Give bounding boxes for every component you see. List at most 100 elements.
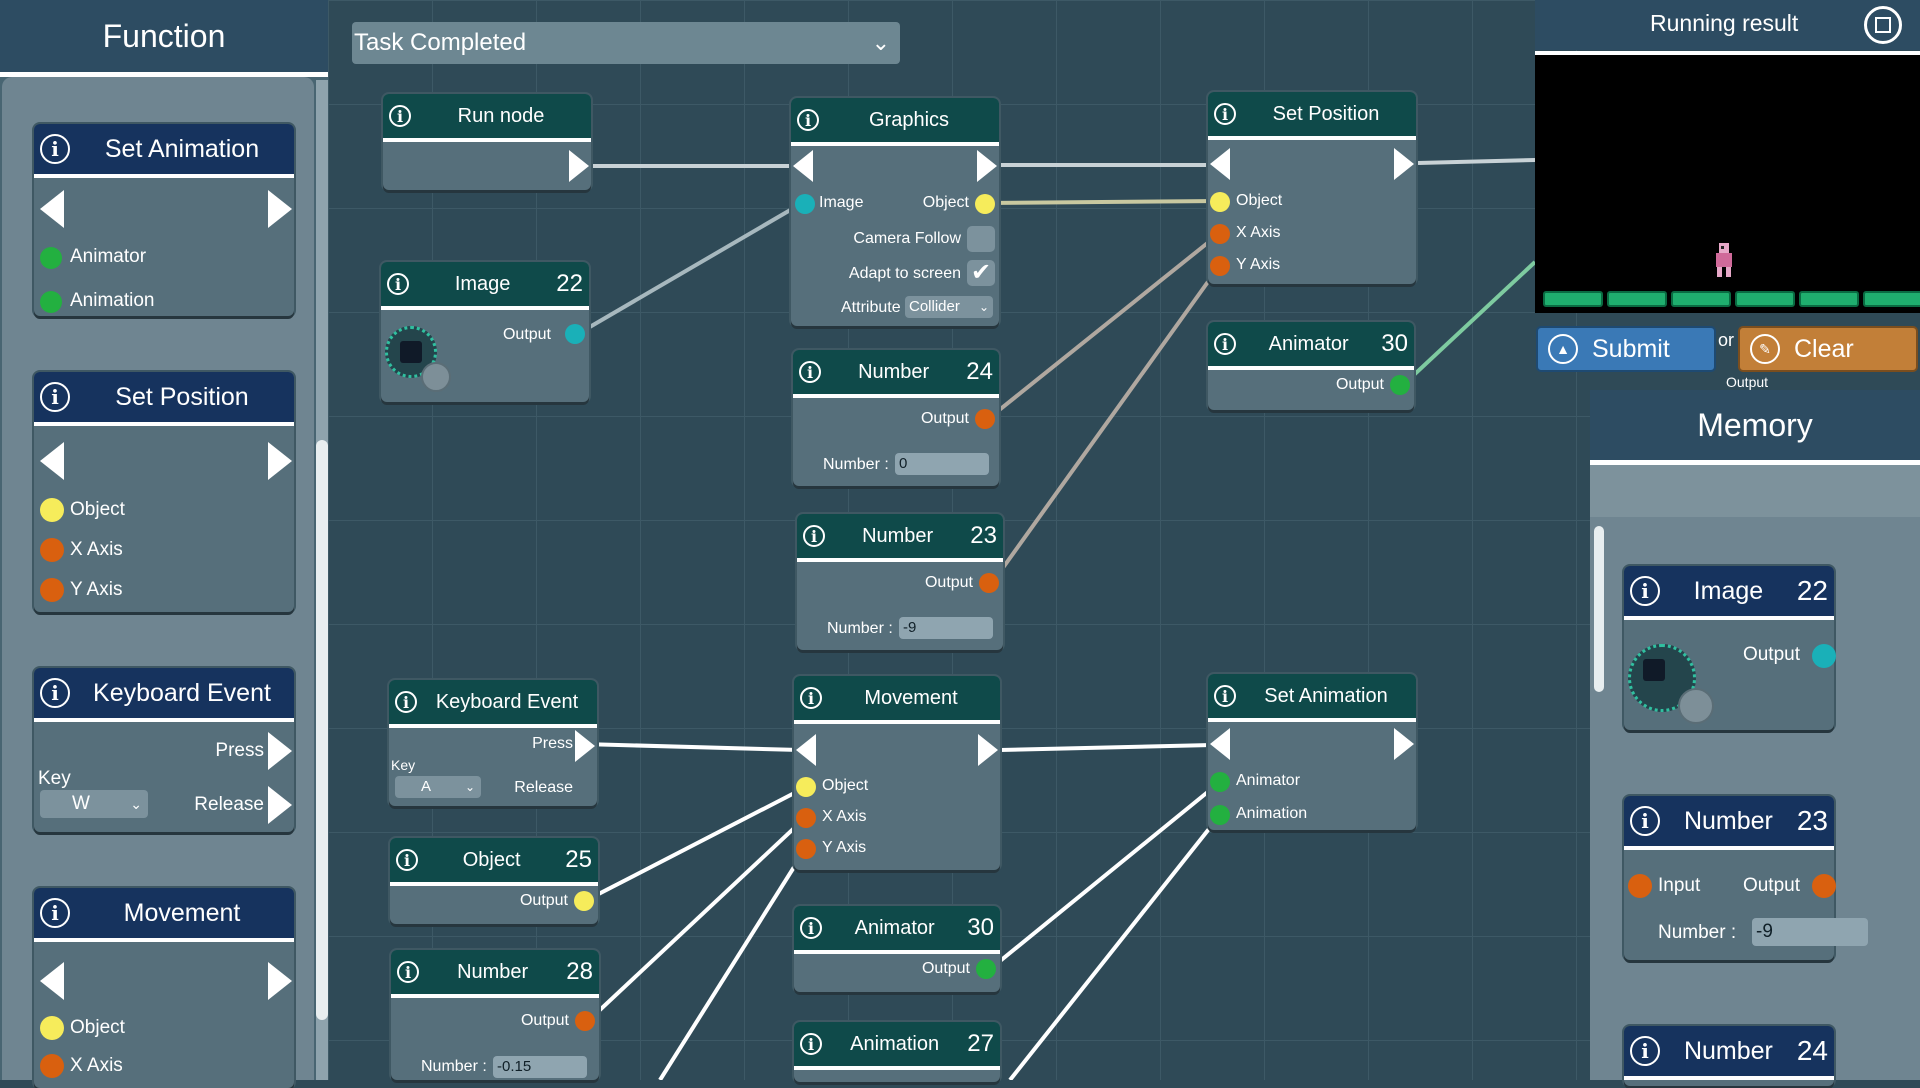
animator-port[interactable] <box>40 247 62 269</box>
info-icon[interactable]: i <box>800 1033 822 1055</box>
info-icon[interactable]: i <box>40 678 70 708</box>
stop-icon[interactable] <box>1864 6 1902 44</box>
sidebar-node-movement[interactable]: i Movement Object X Axis <box>34 888 294 1088</box>
object-port[interactable] <box>40 1016 64 1040</box>
info-icon[interactable]: i <box>1630 1036 1660 1066</box>
info-icon[interactable]: i <box>40 898 70 928</box>
animation-input-port[interactable] <box>1210 805 1230 825</box>
object-port[interactable] <box>40 498 64 522</box>
task-status-dropdown[interactable]: Task Completed ⌄ <box>352 22 900 64</box>
number-input[interactable]: -9 <box>899 617 993 639</box>
info-icon[interactable]: i <box>799 361 821 383</box>
node-number-28[interactable]: i Number 28 Output Number : -0.15 <box>391 950 599 1080</box>
flow-out-arrow[interactable] <box>268 442 292 480</box>
output-port[interactable] <box>1812 644 1836 668</box>
memory-node-number-23[interactable]: i Number 23 Input Output Number : -9 <box>1624 796 1868 960</box>
node-run[interactable]: i Run node <box>383 94 591 190</box>
sidebar-scrollbar-thumb[interactable] <box>316 440 328 1020</box>
y-axis-input-port[interactable] <box>1210 256 1230 276</box>
memory-node-image-22[interactable]: i Image 22 Output <box>1624 566 1836 730</box>
info-icon[interactable]: i <box>389 105 411 127</box>
adapt-checkbox[interactable]: ✔ <box>967 259 995 286</box>
node-graphics[interactable]: i Graphics Image Object Camera Follow Ad… <box>791 98 999 326</box>
node-object-25[interactable]: i Object 25 Output <box>390 838 598 924</box>
number-input[interactable]: -0.15 <box>493 1056 587 1078</box>
image-thumbnail[interactable] <box>385 326 437 378</box>
info-icon[interactable]: i <box>387 273 409 295</box>
flow-out-arrow[interactable] <box>268 962 292 1000</box>
info-icon[interactable]: i <box>1214 103 1236 125</box>
flow-out-arrow[interactable] <box>1394 148 1414 180</box>
output-port[interactable] <box>979 573 999 593</box>
flow-out-arrow[interactable] <box>1394 728 1414 760</box>
x-axis-port[interactable] <box>40 538 64 562</box>
info-icon[interactable]: i <box>803 525 825 547</box>
x-axis-input-port[interactable] <box>1210 224 1230 244</box>
output-port[interactable] <box>975 409 995 429</box>
input-port[interactable] <box>1628 874 1652 898</box>
memory-node-number-24[interactable]: i Number 24 <box>1624 1026 1834 1086</box>
node-set-position[interactable]: i Set Position Object X Axis Y Axis <box>1208 92 1416 284</box>
flow-in-arrow[interactable] <box>1210 148 1230 180</box>
output-port[interactable] <box>565 324 585 344</box>
output-port[interactable] <box>1812 874 1836 898</box>
info-icon[interactable]: i <box>797 109 819 131</box>
info-icon[interactable]: i <box>800 917 822 939</box>
submit-button[interactable]: ▲ Submit <box>1536 326 1716 372</box>
sidebar-node-set-animation[interactable]: i Set Animation Animator Animation <box>34 124 294 316</box>
info-icon[interactable]: i <box>40 134 70 164</box>
image-input-port[interactable] <box>795 194 815 214</box>
info-icon[interactable]: i <box>1214 685 1236 707</box>
folder-icon[interactable] <box>421 362 451 392</box>
memory-scrollbar-thumb[interactable] <box>1594 526 1604 692</box>
flow-in-arrow[interactable] <box>796 734 816 766</box>
x-axis-input-port[interactable] <box>796 808 816 828</box>
folder-icon[interactable] <box>1678 688 1714 724</box>
info-icon[interactable]: i <box>40 382 70 412</box>
animator-input-port[interactable] <box>1210 772 1230 792</box>
flow-in-arrow[interactable] <box>1210 728 1230 760</box>
object-input-port[interactable] <box>796 777 816 797</box>
output-port[interactable] <box>1390 375 1410 395</box>
object-input-port[interactable] <box>1210 192 1230 212</box>
info-icon[interactable]: i <box>395 691 417 713</box>
node-number-24[interactable]: i Number 24 Output Number : 0 <box>793 350 999 486</box>
node-animator-30[interactable]: i Animator 30 Output <box>1208 322 1414 410</box>
node-animator-30-b[interactable]: i Animator 30 Output <box>794 906 1000 992</box>
node-number-23[interactable]: i Number 23 Output Number : -9 <box>797 514 1003 650</box>
flow-in-arrow[interactable] <box>40 962 64 1000</box>
object-output-port[interactable] <box>975 194 995 214</box>
press-flow-arrow[interactable] <box>575 730 595 762</box>
info-icon[interactable]: i <box>1214 333 1236 355</box>
node-set-animation[interactable]: i Set Animation Animator Animation <box>1208 674 1416 830</box>
key-select[interactable]: W ⌄ <box>40 790 148 818</box>
flow-in-arrow[interactable] <box>793 150 813 182</box>
output-port[interactable] <box>575 1011 595 1031</box>
info-icon[interactable]: i <box>396 849 418 871</box>
animation-port[interactable] <box>40 291 62 313</box>
flow-out-arrow[interactable] <box>268 190 292 228</box>
attribute-select[interactable]: Collider ⌄ <box>905 296 993 318</box>
flow-out-arrow[interactable] <box>569 150 589 182</box>
output-port[interactable] <box>574 891 594 911</box>
sidebar-node-set-position[interactable]: i Set Position Object X Axis Y Axis <box>34 372 294 612</box>
number-input[interactable]: 0 <box>895 453 989 475</box>
output-port[interactable] <box>976 959 996 979</box>
info-icon[interactable]: i <box>1630 806 1660 836</box>
clear-button[interactable]: ✎ Clear <box>1738 326 1918 372</box>
sidebar-node-keyboard-event[interactable]: i Keyboard Event Press Key W ⌄ Release <box>34 668 294 832</box>
y-axis-port[interactable] <box>40 578 64 602</box>
flow-in-arrow[interactable] <box>40 442 64 480</box>
flow-out-arrow[interactable] <box>978 734 998 766</box>
flow-in-arrow[interactable] <box>40 190 64 228</box>
node-keyboard-event[interactable]: i Keyboard Event Press Key A ⌄ Release <box>389 680 597 806</box>
flow-out-arrow[interactable] <box>977 150 997 182</box>
x-axis-port[interactable] <box>40 1054 64 1078</box>
release-flow-arrow[interactable] <box>268 786 292 824</box>
number-input[interactable]: -9 <box>1752 918 1868 946</box>
node-animation-27[interactable]: i Animation 27 <box>794 1022 1000 1082</box>
info-icon[interactable]: i <box>800 687 822 709</box>
node-image-22[interactable]: i Image 22 Output <box>381 262 589 402</box>
info-icon[interactable]: i <box>397 961 419 983</box>
press-flow-arrow[interactable] <box>268 732 292 770</box>
